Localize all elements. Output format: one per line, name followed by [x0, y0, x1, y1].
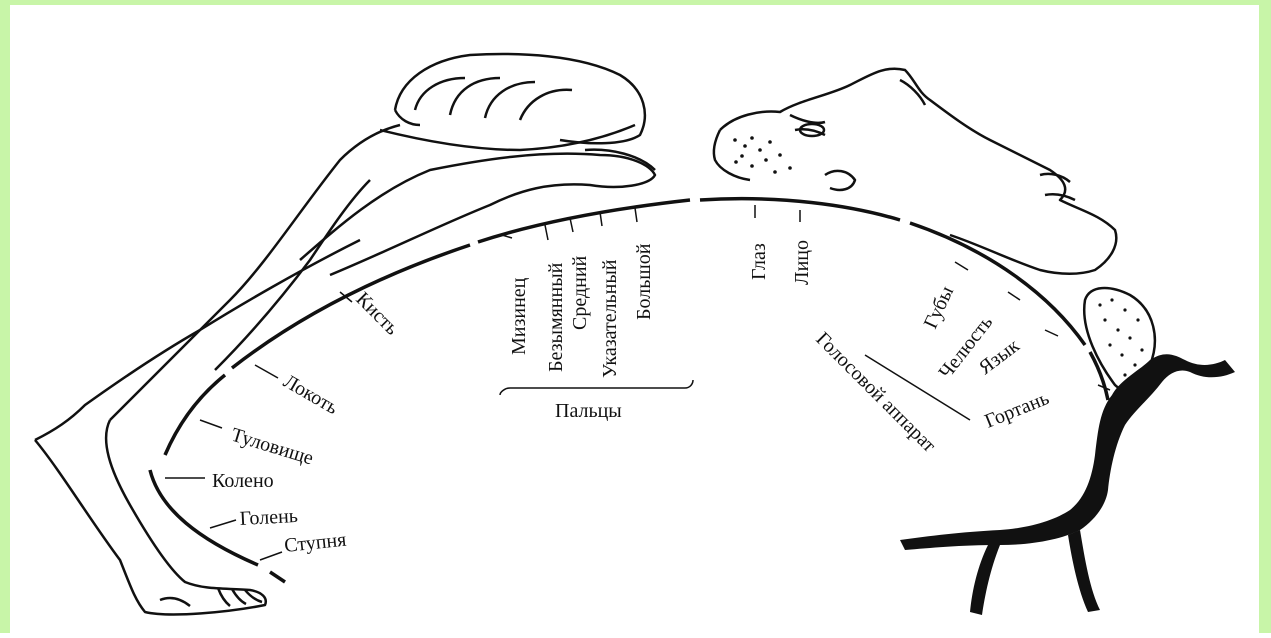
label-glaz: Глаз	[748, 243, 770, 280]
label-golen: Голень	[239, 505, 298, 530]
arc-segment-trunk	[165, 375, 225, 455]
label-bolshoy: Большой	[633, 243, 655, 320]
face-figure	[714, 69, 1155, 390]
frame-top	[0, 0, 1271, 5]
face-stipple	[733, 136, 792, 174]
label-koleno: Колено	[212, 470, 274, 492]
arc-segment-arm	[232, 245, 470, 368]
label-kist: Кисть	[351, 288, 402, 339]
label-litso: Лицо	[791, 240, 813, 285]
tongue-stipple	[1098, 298, 1143, 376]
label-ukazatelny: Указательный	[599, 259, 621, 378]
label-stupnya: Ступня	[283, 529, 347, 557]
frame-right	[1259, 0, 1271, 633]
label-golosovoy-apparat: Голосовой аппарат	[811, 328, 940, 457]
label-mizinets: Мизинец	[508, 277, 530, 355]
label-sredny: Средний	[569, 255, 591, 330]
labels: Кисть Локоть Туловище Колено Голень Ступ…	[212, 240, 1052, 557]
label-paltsy: Пальцы	[555, 400, 622, 422]
larynx-figure	[900, 354, 1235, 615]
arc-segment-fingers	[478, 200, 690, 242]
label-bezymyanny: Безымянный	[545, 262, 567, 372]
label-gortan: Гортань	[982, 387, 1053, 433]
arc-segment-foot	[270, 572, 285, 582]
label-lokot: Локоть	[280, 370, 342, 419]
label-guby: Губы	[920, 283, 959, 332]
frame-left	[0, 0, 10, 633]
label-tulovishche: Туловище	[229, 424, 317, 470]
